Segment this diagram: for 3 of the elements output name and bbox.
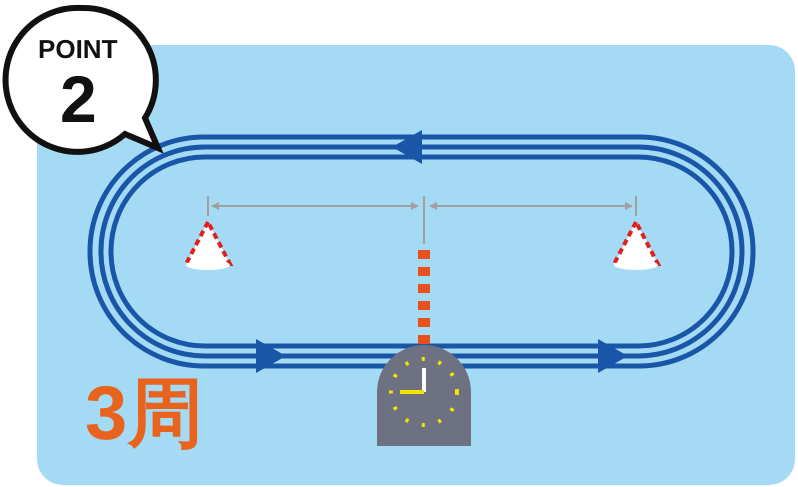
lap-count: 3周 — [85, 376, 204, 452]
point-heading: POINT — [38, 36, 118, 62]
point-number: 2 — [60, 66, 97, 132]
